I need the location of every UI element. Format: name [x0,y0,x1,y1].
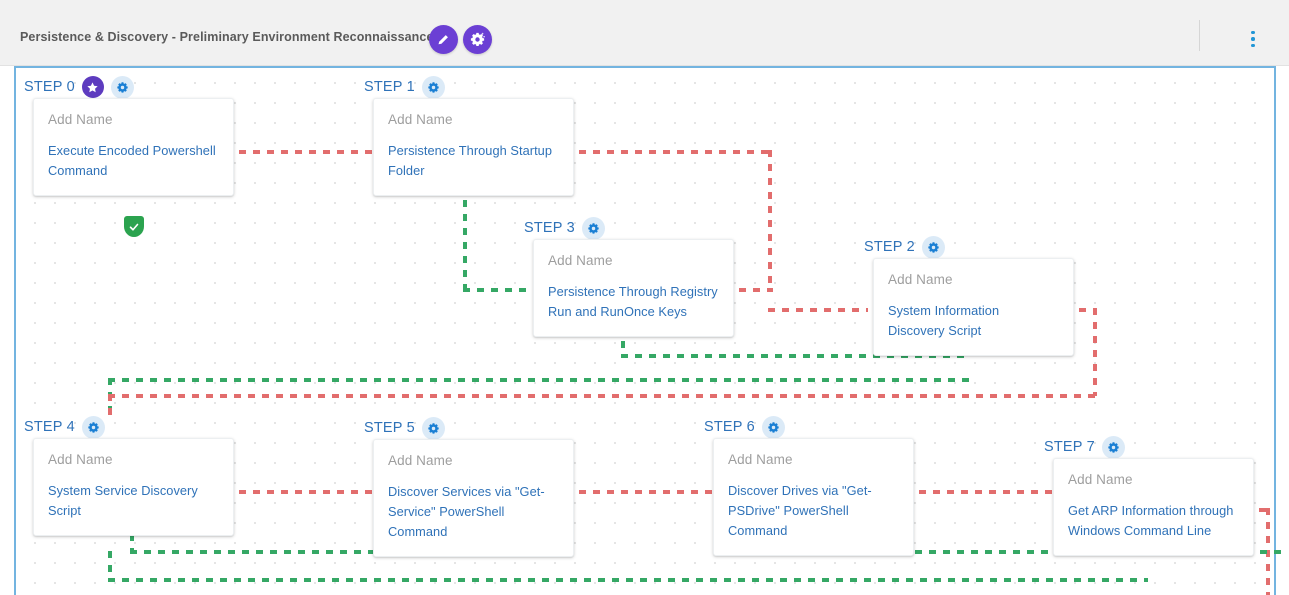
step-name-input[interactable]: Add Name [548,253,613,268]
step-label: STEP 1 [364,79,415,95]
kebab-dot [1251,37,1255,41]
header-bar: Persistence & Discovery - Preliminary En… [0,0,1289,66]
step-label: STEP 4 [24,419,75,435]
gear-icon [88,421,99,433]
step-name-input[interactable]: Add Name [48,452,113,467]
step-header-5: STEP 5 [364,416,445,440]
gear-icon [428,422,439,434]
step-settings-gear-button[interactable] [421,416,445,440]
page-title: Persistence & Discovery - Preliminary En… [20,30,434,44]
connector-red [1093,308,1097,396]
step-header-1: STEP 1 [364,75,445,99]
connector-red [1245,508,1269,512]
pencil-icon [438,35,448,45]
connector-red [108,394,112,420]
step-description-link[interactable]: Persistence Through Registry Run and Run… [548,284,718,319]
kebab-dot [1251,30,1255,35]
step-description-link[interactable]: Discover Services via "Get-Service" Powe… [388,484,545,539]
step-settings-gear-button[interactable] [921,235,945,259]
start-star-badge[interactable] [81,76,104,98]
connector-green [108,551,112,579]
connector-red [108,394,1095,398]
step-header-0: STEP 0 [24,75,134,99]
header-divider [1199,20,1200,51]
connector-green [621,354,971,358]
connector-red [905,490,1053,494]
connector-red [768,150,772,290]
check-icon [129,223,138,231]
step-settings-gear-button[interactable] [421,75,445,99]
step-description-link[interactable]: System Service Discovery Script [48,483,198,518]
step-name-input[interactable]: Add Name [48,112,113,127]
step-description-link[interactable]: Execute Encoded Powershell Command [48,143,216,178]
step-label: STEP 7 [1044,439,1095,455]
connector-green [803,550,1143,554]
success-check-badge [123,216,144,237]
connector-green [108,578,1148,582]
step-header-7: STEP 7 [1044,435,1125,459]
star-icon [87,81,99,92]
step-settings-gear-button[interactable] [81,415,105,439]
connector-green [108,378,973,382]
gear-icon [768,421,779,433]
step-settings-gear-button[interactable] [1101,435,1125,459]
gear-icon [928,241,939,253]
magic-gear-button[interactable] [463,25,492,54]
gear-icon [588,222,599,234]
connector-red [565,150,772,154]
connector-red [1065,308,1097,312]
step-header-6: STEP 6 [704,415,785,439]
connector-red [225,150,373,154]
step-name-input[interactable]: Add Name [1068,472,1133,487]
connector-green [463,172,467,290]
step-label: STEP 0 [24,79,75,95]
step-header-3: STEP 2 [864,235,945,259]
step-description-link[interactable]: Persistence Through Startup Folder [388,143,553,178]
gear-icon [117,81,128,93]
step-description-link[interactable]: System Information Discovery Script [888,303,1000,338]
connector-green [130,550,464,554]
step-label: STEP 3 [524,220,575,236]
step-name-input[interactable]: Add Name [888,272,953,287]
step-label: STEP 2 [864,239,915,255]
step-settings-gear-button[interactable] [110,75,134,99]
gear-icon [1108,441,1119,453]
step-description-link[interactable]: Discover Drives via "Get-PSDrive" PowerS… [728,483,872,538]
connector-red [725,288,773,292]
step-label: STEP 5 [364,420,415,436]
step-settings-gear-button[interactable] [581,216,605,240]
step-settings-gear-button[interactable] [761,415,785,439]
step-header-4: STEP 4 [24,415,105,439]
connector-green [463,288,533,292]
magic-gear-icon [470,32,485,47]
kebab-menu-button[interactable] [1240,25,1266,53]
step-header-2: STEP 3 [524,216,605,240]
step-name-input[interactable]: Add Name [388,453,453,468]
step-name-input[interactable]: Add Name [388,112,453,127]
connector-red [225,490,373,494]
gear-icon [428,81,439,93]
step-name-input[interactable]: Add Name [728,452,793,467]
edit-pencil-button[interactable] [429,25,458,54]
kebab-dot [1251,43,1255,48]
step-label: STEP 6 [704,419,755,435]
connector-red [768,308,868,312]
step-description-link[interactable]: Get ARP Information through Windows Comm… [1068,503,1234,538]
connector-red [565,490,713,494]
